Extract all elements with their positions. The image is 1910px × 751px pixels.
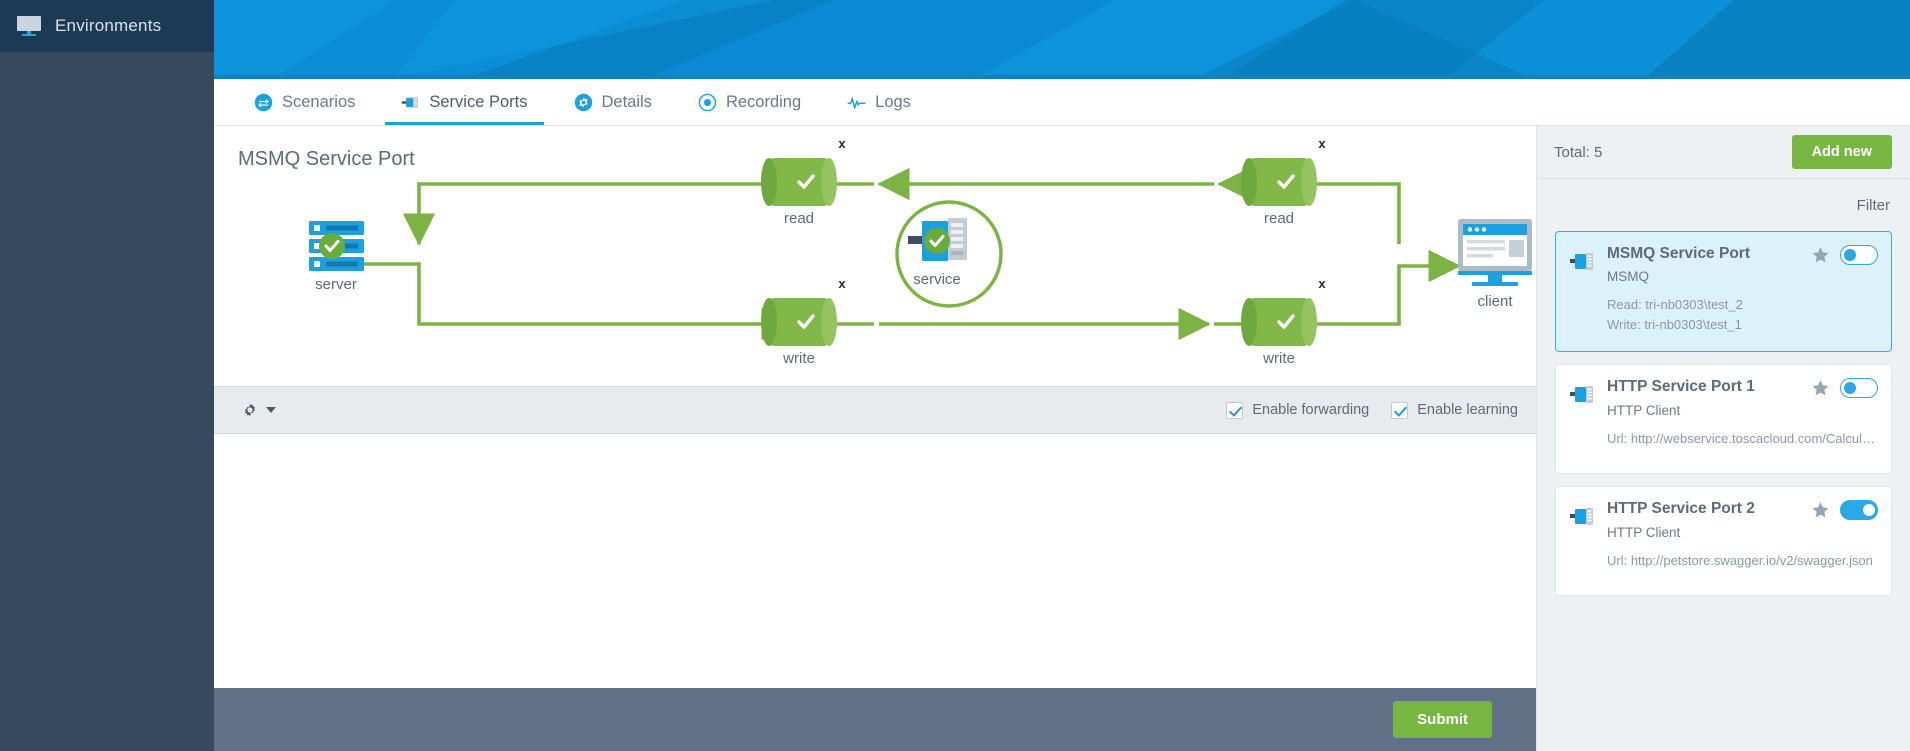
checkbox-label: Enable learning (1417, 402, 1518, 418)
list-item-title: HTTP Service Port 2 (1607, 500, 1755, 518)
list-item-subtitle: HTTP Client (1607, 402, 1681, 418)
list-item[interactable]: HTTP Service Port 2 HTTP Client Url: htt… (1555, 486, 1892, 597)
list-item[interactable]: MSMQ Service Port MSMQ Read: tri-nb0303\… (1555, 231, 1892, 353)
enable-toggle[interactable] (1840, 378, 1878, 399)
list-item[interactable]: HTTP Service Port 1 HTTP Client Url: htt… (1555, 364, 1892, 475)
svg-text:client: client (1477, 293, 1513, 310)
service-port-plug-icon (1570, 386, 1593, 404)
gear-icon (245, 403, 255, 417)
pulse-line-icon (847, 97, 866, 109)
list-panel-header: Total: 5 Add new (1537, 126, 1910, 179)
diagram-toolbar: Enable forwarding Enable learning (214, 386, 1536, 434)
tab-label: Service Ports (429, 92, 528, 111)
svg-text:read: read (1264, 210, 1294, 227)
enable-learning-checkbox[interactable]: Enable learning (1391, 401, 1518, 419)
service-port-diagram: MSMQ Service Port (214, 126, 1536, 386)
list-item-meta: Read: tri-nb0303\test_2 (1607, 297, 1743, 313)
submit-button[interactable]: Submit (1393, 701, 1492, 738)
tab-service-ports[interactable]: Service Ports (385, 79, 544, 125)
chevron-down-icon (266, 407, 276, 413)
queue-node-read-right: read x (1241, 136, 1326, 227)
footer-bar: Submit (214, 688, 1536, 751)
tab-recording[interactable]: Recording (682, 79, 817, 125)
queue-node-write-left: write x (761, 276, 846, 367)
tab-logs[interactable]: Logs (831, 79, 927, 125)
list-item-meta: Url: http://webservice.toscacloud.com/Ca… (1607, 430, 1877, 446)
enable-toggle[interactable] (1840, 245, 1878, 265)
svg-text:x: x (838, 136, 846, 151)
service-port-plug-icon (1570, 508, 1593, 526)
sidebar-header-label: Environments (55, 16, 162, 35)
tab-bar: Scenarios Service Ports (214, 79, 1910, 126)
list-item-subtitle: MSMQ (1607, 269, 1649, 285)
list-item-title: HTTP Service Port 1 (1607, 378, 1755, 396)
list-item-title: MSMQ Service Port (1607, 245, 1750, 262)
svg-text:read: read (784, 210, 814, 227)
checkbox-label: Enable forwarding (1252, 402, 1370, 418)
sidebar-item-environments[interactable]: Environments (0, 0, 214, 52)
total-count-label: Total: 5 (1554, 143, 1603, 161)
content-row: MSMQ Service Port (214, 126, 1910, 751)
star-icon[interactable] (1810, 500, 1831, 520)
exchange-arrows-icon (254, 93, 273, 111)
tab-label: Recording (725, 92, 802, 111)
checkbox-box[interactable] (1226, 401, 1244, 419)
page-title: MSMQ Service Port (238, 148, 415, 170)
service-port-plug-icon (1570, 253, 1593, 270)
svg-text:x: x (1318, 136, 1326, 151)
star-icon[interactable] (1810, 378, 1831, 398)
service-node: service (908, 218, 967, 288)
gear-circle-icon (574, 93, 592, 111)
filter-button[interactable]: Filter (1537, 179, 1910, 231)
service-port-list-panel: Total: 5 Add new Filter (1536, 126, 1910, 751)
list-item-meta: Url: http://petstore.swagger.io/v2/swagg… (1607, 552, 1873, 568)
canvas-column: MSMQ Service Port (214, 126, 1536, 751)
record-dot-icon (698, 93, 717, 111)
list-item-meta: Write: tri-nb0303\test_1 (1607, 317, 1742, 333)
tab-details[interactable]: Details (558, 79, 668, 125)
enable-forwarding-checkbox[interactable]: Enable forwarding (1226, 401, 1370, 419)
tab-label: Scenarios (282, 92, 356, 111)
detail-empty-area (214, 434, 1536, 688)
svg-text:service: service (913, 271, 961, 288)
monitor-icon (17, 16, 41, 36)
queue-node-write-right: write x (1241, 276, 1326, 367)
svg-text:x: x (1318, 276, 1326, 291)
enable-toggle[interactable] (1840, 500, 1878, 521)
queue-node-read-left: read x (761, 136, 846, 227)
settings-menu-button[interactable] (240, 400, 276, 420)
diagram-canvas: read x write x (309, 136, 1532, 367)
left-sidebar: Environments (0, 0, 214, 751)
banner-polygon-pattern (214, 0, 1910, 79)
tab-label: Details (601, 92, 652, 111)
client-node: client (1458, 219, 1532, 310)
main-column: Scenarios Service Ports (214, 0, 1910, 751)
svg-text:write: write (782, 350, 815, 367)
filter-label: Filter (1856, 196, 1890, 214)
checkbox-box[interactable] (1391, 401, 1409, 419)
service-port-cards[interactable]: MSMQ Service Port MSMQ Read: tri-nb0303\… (1537, 231, 1910, 751)
service-port-plug-icon (402, 96, 419, 108)
tab-label: Logs (875, 92, 911, 111)
add-new-button[interactable]: Add new (1791, 135, 1892, 169)
svg-text:server: server (315, 276, 357, 293)
server-node: server (309, 221, 364, 293)
header-banner (214, 0, 1910, 79)
svg-text:write: write (1262, 350, 1295, 367)
svg-text:x: x (838, 276, 846, 291)
tab-scenarios[interactable]: Scenarios (238, 79, 371, 125)
star-icon[interactable] (1810, 245, 1831, 265)
list-item-subtitle: HTTP Client (1607, 524, 1681, 540)
